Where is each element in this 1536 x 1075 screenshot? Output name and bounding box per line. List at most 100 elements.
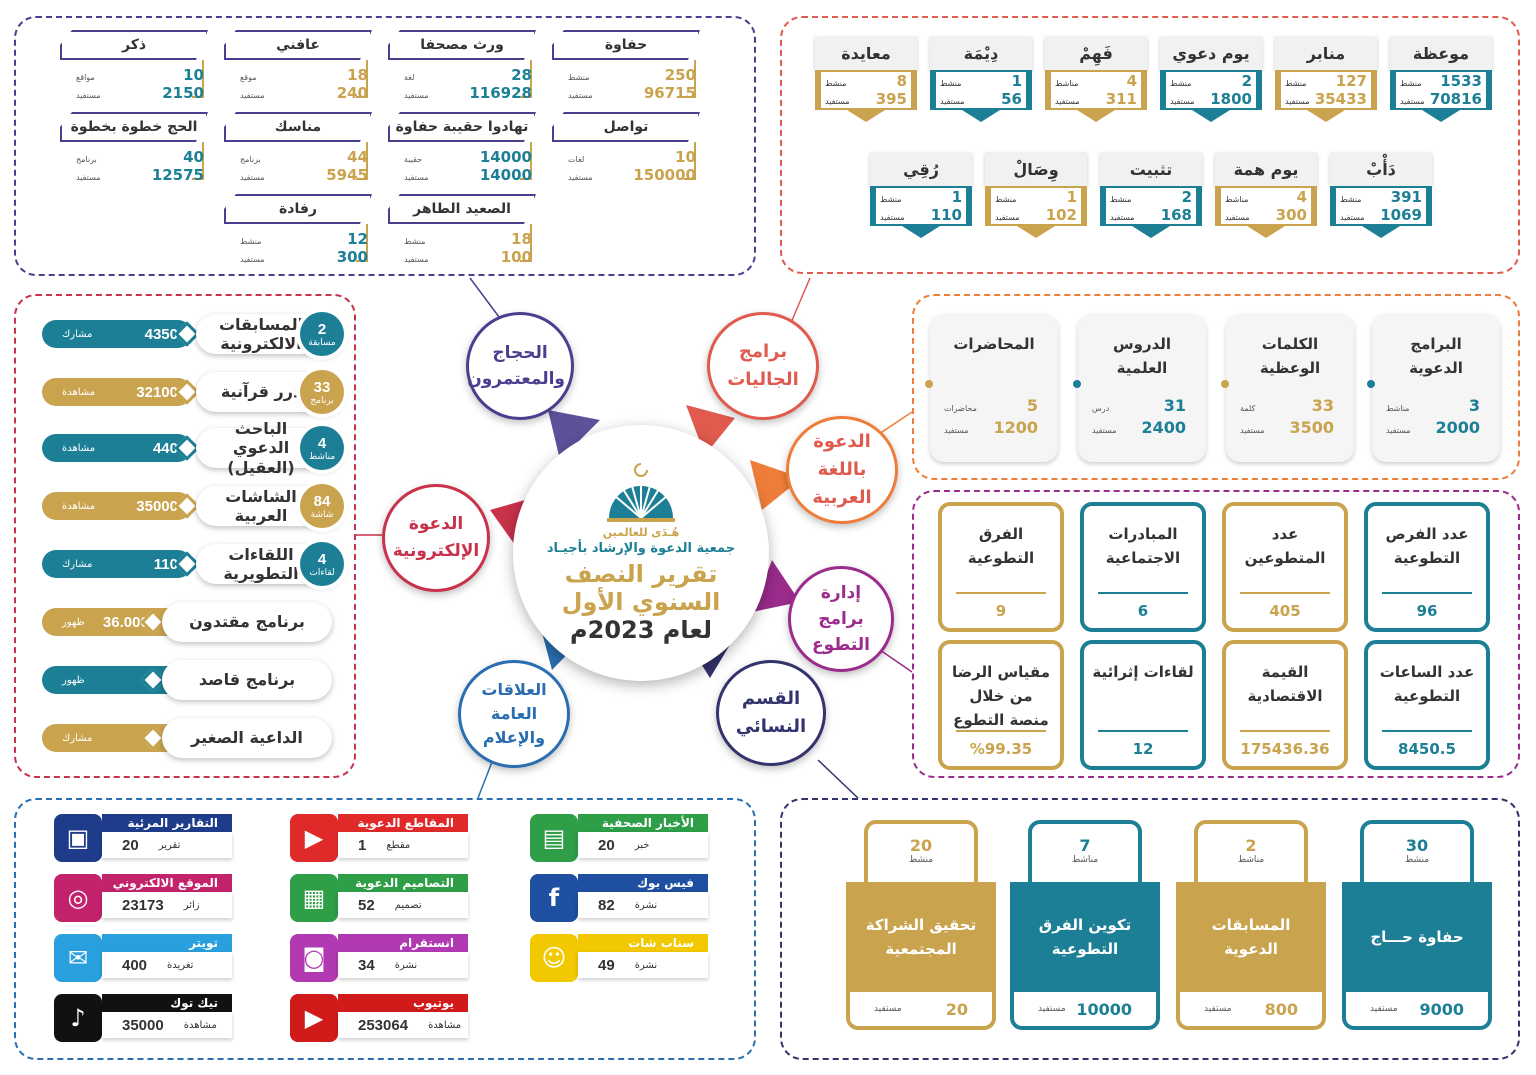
community-stat-1-unit: منشط <box>940 79 962 88</box>
pilgrim-stat-1-value: 18 <box>347 66 368 84</box>
women-stat-2-unit: مستفيد <box>1204 1004 1232 1014</box>
volunteer-divider <box>956 592 1046 594</box>
petal-pilgrims[interactable]: الحجاج والمعتمرون <box>466 312 574 420</box>
community-stat-2-unit: مستفيد <box>880 213 905 222</box>
pilgrim-label: ذكر <box>60 30 208 60</box>
women-title: تكوين الفرق التطوعية <box>1010 882 1160 992</box>
social-value: 52 <box>358 896 375 914</box>
social-icon-glyph: ▶ <box>304 1004 324 1032</box>
petal-volunteer[interactable]: إدارة برامج التطوع <box>788 566 894 672</box>
women-stat-1-value: 7 <box>1079 836 1091 855</box>
women-title: تحقيق الشراكة المجتمعية <box>846 882 996 992</box>
volunteer-value: 12 <box>1132 740 1154 758</box>
volunteer-value: 96 <box>1416 602 1438 620</box>
community-title: تثبيت <box>1100 152 1202 186</box>
social-value: 1 <box>358 836 367 854</box>
pilgrim-stat-1-unit: منشط <box>404 237 426 246</box>
logo-brand: هُـدَى للعالمين <box>602 526 680 539</box>
electronic-item[interactable]: برنامج مقتدون <box>162 602 332 642</box>
social-icon-glyph: ▤ <box>542 824 566 852</box>
community-stat-1-value: 1533 <box>1440 72 1482 90</box>
petal-women[interactable]: القسم النسائي <box>716 660 826 766</box>
petal-electronic[interactable]: الدعوة الإلكترونية <box>382 484 490 592</box>
petal-arabic[interactable]: الدعوة باللغة العربية <box>786 416 898 524</box>
communities-panel <box>780 16 1520 274</box>
volunteer-card[interactable]: مقياس الرضا من خلال منصة التطوع%99.35 <box>938 640 1064 770</box>
social-value: 253064 <box>358 1016 409 1034</box>
petal-communities[interactable]: برامج الجاليات <box>707 312 819 420</box>
petal-pr[interactable]: العلاقات العامة والإعلام <box>458 660 570 768</box>
twitter-icon: ✉ <box>54 934 102 982</box>
electronic-item[interactable]: الداعية الصغير <box>162 718 332 758</box>
electronic-metric-unit: ظهور <box>62 674 85 686</box>
pilgrim-stat-2-unit: مستفيد <box>568 91 593 100</box>
electronic-item[interactable]: برنامج قاصد <box>162 660 332 700</box>
community-stat-1-unit: منشط <box>1110 195 1132 204</box>
pilgrim-label: ورث مصحفا <box>388 30 536 60</box>
volunteer-title: القيمة الاقتصادية <box>1247 663 1323 705</box>
community-stat-2-value: 56 <box>1001 90 1022 108</box>
community-title: وِصَالْ <box>985 152 1087 186</box>
report-title-2: السنوي الأول <box>561 588 721 616</box>
